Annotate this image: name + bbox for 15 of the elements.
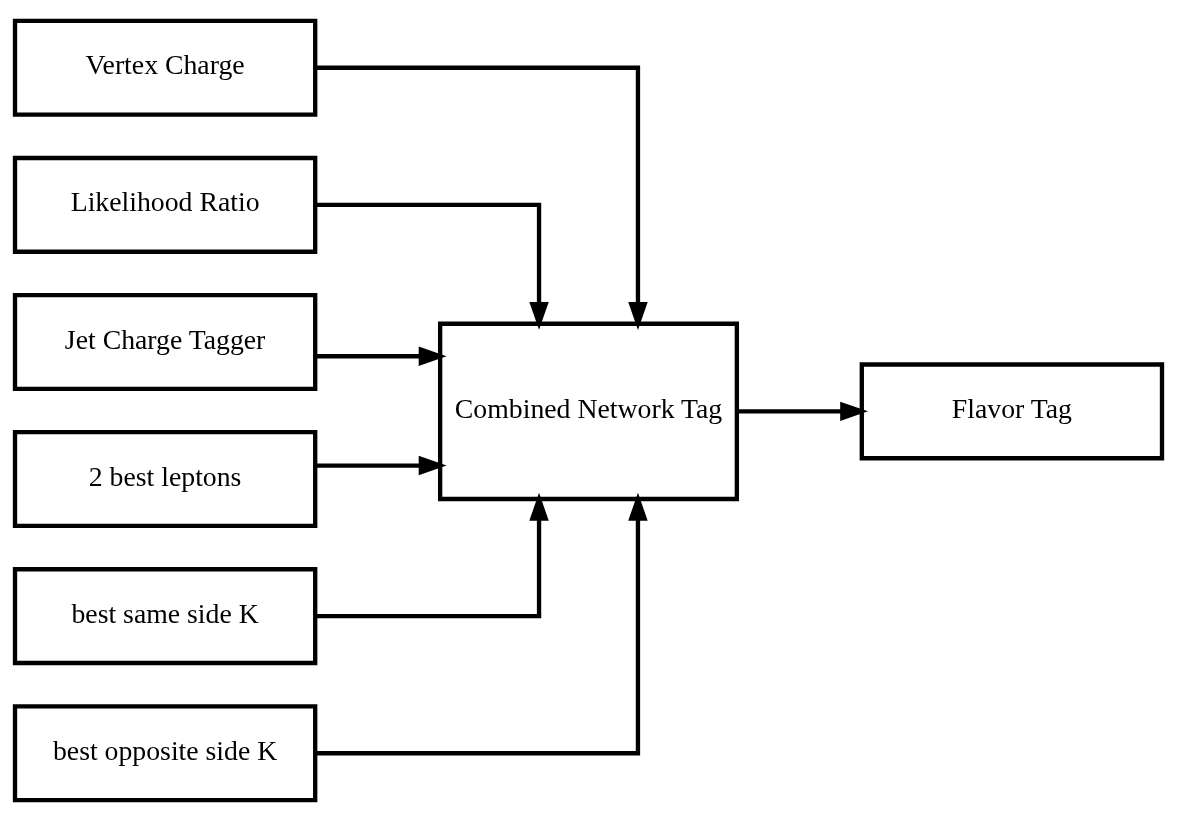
arrow bbox=[315, 202, 549, 330]
node-box: Likelihood Ratio bbox=[12, 155, 318, 254]
node-box: Combined Network Tag bbox=[437, 321, 740, 501]
arrow bbox=[315, 455, 447, 475]
arrow bbox=[315, 492, 549, 618]
node-box: Flavor Tag bbox=[859, 361, 1165, 460]
arrow bbox=[315, 346, 447, 366]
node-box: best opposite side K bbox=[12, 703, 318, 802]
node-box: Jet Charge Tagger bbox=[12, 292, 318, 391]
node-box: best same side K bbox=[12, 566, 318, 665]
arrow bbox=[737, 401, 868, 421]
node-box: Vertex Charge bbox=[12, 18, 318, 117]
node-box: 2 best leptons bbox=[12, 429, 318, 528]
arrow bbox=[315, 65, 648, 330]
arrow bbox=[315, 492, 648, 755]
